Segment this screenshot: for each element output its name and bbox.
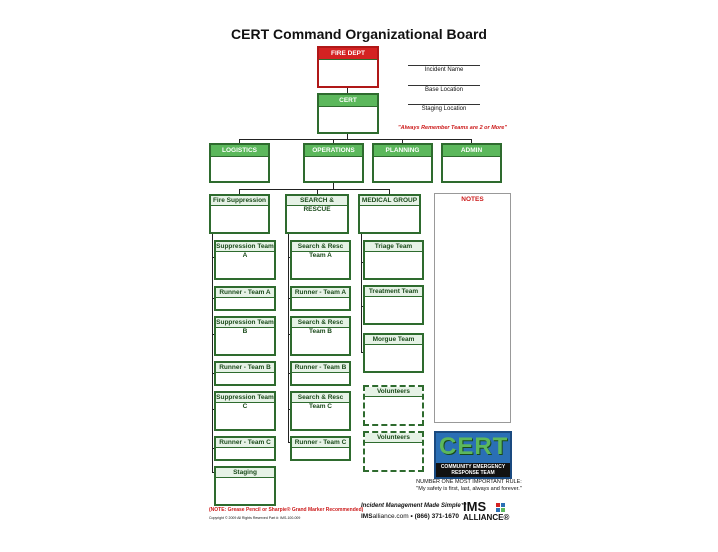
suppression-team-a-box[interactable]: Suppression Team A [214, 240, 276, 280]
suppression-team-c-box[interactable]: Suppression Team C [214, 391, 276, 431]
ims-alliance-logo: IMS ALLIANCE® [463, 500, 513, 526]
cert-logo-text: CERT [439, 433, 509, 460]
staging-location-label: Staging Location [421, 106, 467, 112]
logistics-label: LOGISTICS [211, 145, 268, 157]
notes-label: NOTES [461, 196, 484, 203]
search-resc-team-c-label: Search & Resc Team C [292, 393, 349, 410]
ims-brand-bottom: ALLIANCE® [463, 513, 510, 522]
fire-dept-liaison-label: FIRE DEPT LIAISON [319, 48, 377, 68]
teams-reminder: "Always Remember Teams are 2 or More" [398, 125, 507, 131]
search-resc-team-a-box[interactable]: Search & Resc Team A [290, 240, 351, 280]
morgue-team-label: Morgue Team [365, 335, 422, 345]
medical-group-box[interactable]: MEDICAL GROUP [358, 194, 421, 234]
search-rescue-label: SEARCH & RESCUE [287, 196, 347, 213]
volunteers-label-2: Volunteers [365, 433, 422, 443]
fire-runner-team-a-label: Runner - Team A [216, 288, 274, 298]
ims-squares-icon [496, 503, 506, 513]
search-resc-team-a-label: Search & Resc Team A [292, 242, 349, 259]
admin-label: ADMIN [443, 145, 500, 157]
fire-suppression-box[interactable]: Fire Suppression [209, 194, 270, 234]
treatment-team-label: Treatment Team [365, 287, 422, 297]
cert-commander-label: CERT COMMANDER [319, 95, 377, 115]
ims-brand-top: IMS [463, 499, 487, 514]
website-prefix: IMS [361, 513, 373, 520]
suppression-team-b-label: Suppression Team B [216, 318, 274, 335]
contact-line: IMSalliance.com • (866) 371-1670 [361, 513, 459, 520]
suppression-team-c-label: Suppression Team C [216, 393, 274, 410]
sar-runner-team-c-label: Runner - Team C [292, 438, 349, 448]
suppression-team-b-box[interactable]: Suppression Team B [214, 316, 276, 356]
logistics-box[interactable]: LOGISTICS [209, 143, 270, 183]
fire-runner-team-c-box[interactable]: Runner - Team C [214, 436, 276, 461]
search-resc-team-b-box[interactable]: Search & Resc Team B [290, 316, 351, 356]
fire-runner-team-b-label: Runner - Team B [216, 363, 274, 373]
incident-name-label: Incident Name [424, 67, 464, 73]
staging-box[interactable]: Staging [214, 466, 276, 506]
board-title: CERT Command Organizational Board [231, 26, 487, 42]
triage-team-label: Triage Team [365, 242, 422, 252]
rule-line-1: NUMBER ONE MOST IMPORTANT RULE: [416, 479, 522, 485]
website-suffix: alliance.com [372, 513, 409, 520]
sar-runner-team-a-label: Runner - Team A [292, 288, 349, 298]
volunteers-box-2[interactable]: Volunteers [363, 431, 424, 472]
staging-label: Staging [216, 468, 274, 478]
morgue-team-box[interactable]: Morgue Team [363, 333, 424, 373]
search-resc-team-b-label: Search & Resc Team B [292, 318, 349, 335]
sar-runner-team-b-label: Runner - Team B [292, 363, 349, 373]
triage-team-box[interactable]: Triage Team [363, 240, 424, 280]
sar-runner-team-b-box[interactable]: Runner - Team B [290, 361, 351, 386]
fire-suppression-label: Fire Suppression [211, 196, 268, 206]
operations-label: OPERATIONS [305, 145, 362, 157]
volunteers-box-1[interactable]: Volunteers [363, 385, 424, 426]
volunteers-label-1: Volunteers [365, 387, 422, 397]
tagline: Incident Management Made Simple™ [361, 503, 467, 509]
planning-box[interactable]: PLANNING [372, 143, 433, 183]
base-location-label: Base Location [424, 87, 464, 93]
copyright-text: Copyright © 2009 All Rights Reserved Par… [209, 516, 301, 520]
sar-runner-team-a-box[interactable]: Runner - Team A [290, 286, 351, 311]
planning-label: PLANNING [374, 145, 431, 157]
medical-group-label: MEDICAL GROUP [360, 196, 419, 206]
fire-runner-team-c-label: Runner - Team C [216, 438, 274, 448]
sar-runner-team-c-box[interactable]: Runner - Team C [290, 436, 351, 461]
search-resc-team-c-box[interactable]: Search & Resc Team C [290, 391, 351, 431]
phone-number: • (866) 371-1670 [410, 513, 460, 520]
cert-commander-box[interactable]: CERT COMMANDER [317, 93, 379, 134]
fire-runner-team-a-box[interactable]: Runner - Team A [214, 286, 276, 311]
operations-box[interactable]: OPERATIONS [303, 143, 364, 183]
notes-area[interactable]: NOTES [434, 193, 511, 423]
search-rescue-box[interactable]: SEARCH & RESCUE [285, 194, 349, 234]
suppression-team-a-label: Suppression Team A [216, 242, 274, 259]
admin-box[interactable]: ADMIN [441, 143, 502, 183]
fire-runner-team-b-box[interactable]: Runner - Team B [214, 361, 276, 386]
marker-note: (NOTE: Grease Pencil or Sharpie® Grand M… [209, 507, 364, 513]
treatment-team-box[interactable]: Treatment Team [363, 285, 424, 325]
fire-dept-liaison-box[interactable]: FIRE DEPT LIAISON [317, 46, 379, 88]
rule-line-2: "My safety is first, last, always and fo… [416, 486, 522, 492]
